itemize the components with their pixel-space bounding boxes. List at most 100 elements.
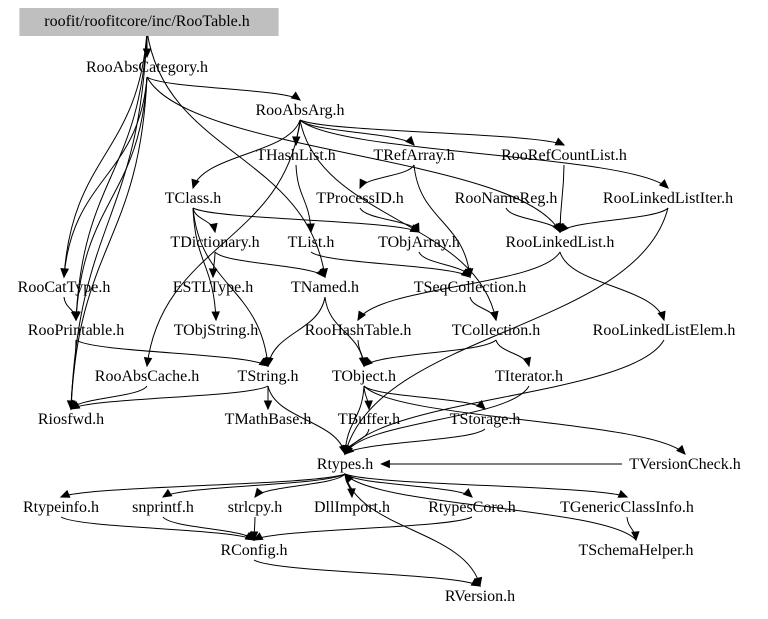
arrowhead-icon: [462, 267, 471, 279]
edge-roolinkedlist-to-roohashtable: [357, 251, 561, 321]
node-tobjstring[interactable]: TObjString.h: [174, 322, 259, 339]
node-tcollection[interactable]: TCollection.h: [452, 322, 540, 339]
node-label: RooCatType.h: [18, 279, 111, 296]
arrowhead-icon: [161, 488, 173, 498]
node-tobject[interactable]: TObject.h: [332, 368, 396, 385]
edge-rooabsarg-to-roorefcountlist: [299, 119, 565, 146]
node-rooprintable[interactable]: RooPrintable.h: [28, 322, 124, 339]
node-dllimport[interactable]: DllImport.h: [314, 499, 390, 516]
node-label: Riosfwd.h: [38, 411, 104, 428]
node-roocattype[interactable]: RooCatType.h: [18, 279, 111, 296]
edge-roolinkedlistelem-to-rtypes: [344, 339, 665, 455]
arrowhead-icon: [70, 311, 80, 322]
node-tschemahelper[interactable]: TSchemaHelper.h: [578, 542, 693, 559]
node-rtypes[interactable]: Rtypes.h: [317, 456, 373, 473]
edge-rooabsarg-to-roolinkedlistiter: [299, 119, 669, 189]
node-tlist[interactable]: TList.h: [288, 234, 335, 251]
node-roonamereg[interactable]: RooNameReg.h: [455, 190, 558, 207]
node-label: TIterator.h: [495, 368, 563, 385]
edge-rooabscategory-to-rooabsarg: [146, 76, 301, 101]
edge-rooabscategory-to-riosfwd: [70, 76, 148, 410]
node-roohashtable[interactable]: RooHashTable.h: [305, 322, 412, 339]
node-label: TGenericClassInfo.h: [560, 499, 694, 516]
node-label: TProcessID.h: [316, 190, 404, 207]
node-roolinkedlistiter[interactable]: RooLinkedListIter.h: [603, 190, 733, 207]
edge-roolinkedlistiter-to-rtypes: [344, 207, 669, 455]
arrowhead-icon: [254, 487, 264, 498]
node-tversioncheck[interactable]: TVersionCheck.h: [629, 456, 741, 473]
node-tdictionary[interactable]: TDictionary.h: [170, 234, 259, 251]
arrowhead-icon: [462, 488, 473, 498]
edge-trefarray-to-tseqcollection: [413, 164, 471, 278]
node-label: RooAbsCache.h: [95, 368, 199, 385]
node-roottable[interactable]: roofit/roofitcore/inc/RooTable.h: [19, 8, 279, 36]
edge-roottable-to-tnamed: [146, 30, 326, 278]
node-strlcpy[interactable]: strlcpy.h: [228, 499, 283, 516]
edge-titerator-to-rtypes: [344, 385, 530, 455]
node-label: RooRefCountList.h: [501, 147, 627, 164]
edge-tdictionary-to-tnamed: [214, 251, 326, 278]
arrowhead-icon: [209, 222, 218, 234]
arrowhead-icon: [290, 91, 301, 101]
arrowhead-icon: [552, 222, 561, 234]
node-label: TClass.h: [165, 190, 221, 207]
arrowhead-icon: [405, 135, 415, 146]
node-snprintf[interactable]: snprintf.h: [132, 499, 194, 516]
edge-roolinkedlist-to-roolinkedlistelem: [559, 251, 665, 321]
edge-rtypes-to-snprintf: [162, 473, 346, 498]
node-label: snprintf.h: [132, 499, 194, 516]
node-rconfig[interactable]: RConfig.h: [220, 542, 287, 559]
node-tnamed[interactable]: TNamed.h: [291, 279, 359, 296]
edge-tobject-to-rtypes: [344, 385, 365, 455]
edge-rooprintable-to-tstring: [75, 339, 269, 367]
node-label: TBuffer.h: [338, 411, 400, 428]
arrowhead-icon: [191, 178, 200, 190]
node-tmathbase[interactable]: TMathBase.h: [225, 411, 312, 428]
edge-roottable-to-riosfwd: [70, 30, 148, 410]
node-thashlist[interactable]: THashList.h: [256, 147, 336, 164]
node-tprocessid[interactable]: TProcessID.h: [316, 190, 404, 207]
node-label: TRefArray.h: [373, 147, 454, 164]
nodes-layer: roofit/roofitcore/inc/RooTable.hRooAbsCa…: [18, 8, 741, 605]
node-label: TString.h: [238, 368, 299, 385]
node-tclass[interactable]: TClass.h: [165, 190, 221, 207]
edge-rconfig-to-rversion: [253, 559, 481, 587]
arrowhead-icon: [657, 310, 666, 322]
node-rooabsarg[interactable]: RooAbsArg.h: [255, 102, 344, 119]
edge-tclass-to-tobjstring: [192, 207, 217, 321]
edge-trefarray-to-tprocessid: [359, 164, 415, 189]
node-tstring[interactable]: TString.h: [238, 368, 299, 385]
arrowhead-icon: [522, 356, 532, 368]
node-roorefcountlist[interactable]: RooRefCountList.h: [501, 147, 627, 164]
node-estltype[interactable]: ESTLType.h: [173, 279, 254, 296]
node-titerator[interactable]: TIterator.h: [495, 368, 563, 385]
arrowhead-icon: [559, 222, 569, 233]
node-label: RooLinkedListElem.h: [593, 322, 736, 339]
node-tobjarray[interactable]: TObjArray.h: [378, 234, 460, 251]
node-label: RooNameReg.h: [455, 190, 558, 207]
node-roolinkedlistelem[interactable]: RooLinkedListElem.h: [593, 322, 736, 339]
node-roolinkedlist[interactable]: RooLinkedList.h: [506, 234, 615, 251]
node-label: TObject.h: [332, 368, 396, 385]
node-label: RooAbsCategory.h: [86, 59, 208, 76]
node-rversion[interactable]: RVersion.h: [445, 588, 515, 605]
node-rtypescore[interactable]: RtypesCore.h: [428, 499, 516, 516]
arrowhead-icon: [411, 222, 420, 234]
node-rooabscategory[interactable]: RooAbsCategory.h: [86, 59, 208, 76]
arrowhead-icon: [59, 489, 71, 498]
node-rtypeinfo[interactable]: Rtypeinfo.h: [23, 499, 99, 516]
node-tseqcollection[interactable]: TSeqCollection.h: [414, 279, 526, 296]
node-tstorage[interactable]: TStorage.h: [450, 411, 521, 428]
arrowhead-icon: [554, 137, 566, 146]
arrowhead-icon: [143, 357, 153, 368]
node-tgenericclassinfo[interactable]: TGenericClassInfo.h: [560, 499, 694, 516]
node-rooabscache[interactable]: RooAbsCache.h: [95, 368, 199, 385]
node-trefarray[interactable]: TRefArray.h: [373, 147, 454, 164]
edge-rooabscategory-to-roolinkedlist: [146, 76, 561, 233]
node-riosfwd[interactable]: Riosfwd.h: [38, 411, 104, 428]
arrowhead-icon: [470, 578, 482, 587]
node-tbuffer[interactable]: TBuffer.h: [338, 411, 400, 428]
edge-rooabscategory-to-rooprintable: [75, 76, 148, 321]
edge-tlist-to-tseqcollection: [310, 251, 471, 278]
